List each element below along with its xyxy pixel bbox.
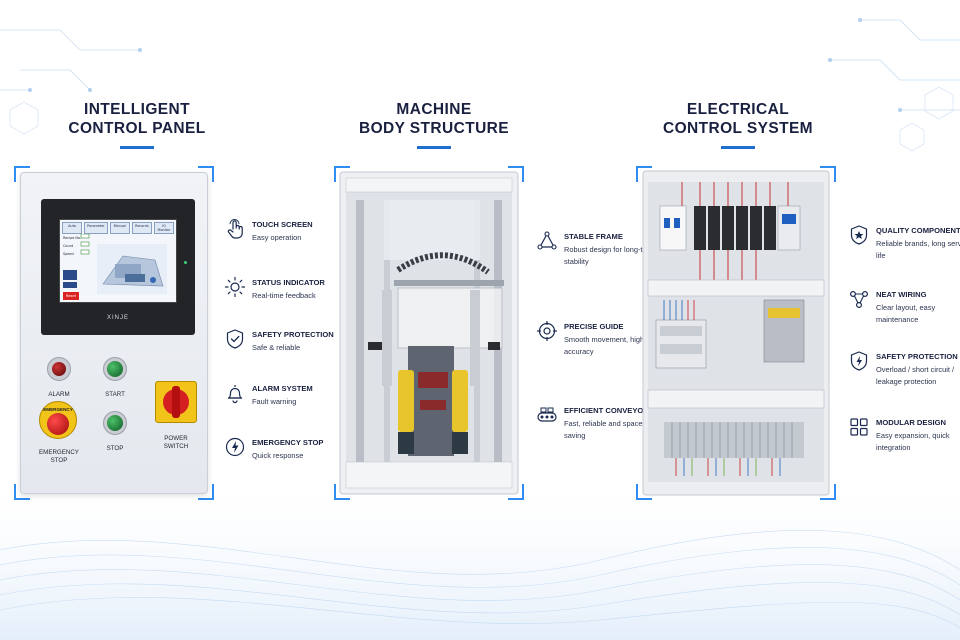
feature-title: STATUS INDICATOR: [252, 278, 325, 287]
hmi-tab[interactable]: IO Monitor: [153, 222, 175, 234]
frame-corner: [508, 484, 524, 500]
feature-description: Robust design for long-term stability: [564, 245, 656, 266]
power-switch[interactable]: [155, 381, 197, 423]
shield-lightning-icon: [850, 351, 868, 371]
feature-description: Safe & reliable: [252, 343, 301, 352]
hmi-reset-button[interactable]: Reset: [63, 292, 79, 300]
feature-description: Overload / short circuit / leakage prote…: [876, 365, 955, 386]
frame-corner: [198, 484, 214, 500]
electrical-cabinet: [636, 166, 836, 500]
feature-description: Easy expansion, quick integration: [876, 431, 950, 452]
stop-label: STOP: [106, 445, 124, 452]
frame-corner: [636, 484, 652, 500]
start-button-cap: [107, 361, 123, 377]
hmi-bezel: Auto Parameter Manual Records IO Monitor…: [41, 199, 195, 335]
hmi-brand-label: XINJE: [106, 315, 129, 321]
lightning-circle-icon: [225, 437, 245, 457]
shield-star-icon: [850, 225, 868, 245]
feature-title: EMERGENCY STOP: [252, 438, 324, 447]
feature-title: TOUCH SCREEN: [252, 220, 313, 229]
feature-title: EFFICIENT CONVEYOR: [564, 406, 649, 415]
alarm-lamp: [47, 357, 71, 381]
modular-grid-icon: [850, 418, 868, 436]
frame-corner: [14, 166, 30, 182]
frame-corner: [14, 484, 30, 500]
heading-control-panel: INTELLIGENT CONTROL PANEL: [68, 101, 206, 137]
heading-machine-body: MACHINE BODY STRUCTURE: [359, 101, 509, 137]
stop-button-cap: [107, 415, 123, 431]
hmi-field-label: Speed: [63, 252, 74, 256]
feature-description: Real-time feedback: [252, 291, 316, 300]
crosshair-icon: [537, 321, 557, 341]
feature-title: QUALITY COMPONENTS: [876, 226, 960, 235]
hmi-field-label: Count: [63, 244, 74, 248]
feature-title: SAFETY PROTECTION: [876, 352, 958, 361]
start-button[interactable]: [103, 357, 127, 381]
frame-corner: [636, 166, 652, 182]
machine-body-cabinet: [334, 166, 524, 500]
frame-corner: [508, 166, 524, 182]
emergency-stop-label: EMERGENCY STOP: [39, 449, 79, 464]
feature-title: STABLE FRAME: [564, 232, 623, 241]
power-switch-label: POWER SWITCH: [163, 435, 189, 450]
hmi-field-label: Recipe No.: [63, 236, 82, 240]
feature-description: Reliable brands, long service life: [876, 239, 960, 260]
feature-title: PRECISE GUIDE: [564, 322, 624, 331]
triangle-nodes-icon: [537, 231, 557, 250]
electrical-panel-illustration: [642, 170, 830, 496]
alarm-lamp-lens: [52, 362, 66, 376]
hmi-machine-graphic: [63, 234, 167, 294]
status-indicator-icon: [224, 276, 246, 298]
heading-electrical: ELECTRICAL CONTROL SYSTEM: [663, 101, 813, 137]
shield-check-icon: [226, 329, 244, 349]
heading-underline: [120, 146, 154, 149]
feature-title: SAFETY PROTECTION: [252, 330, 334, 339]
emergency-cap-label: EMERGENCY: [43, 407, 73, 412]
feature-description: Smooth movement, high accuracy: [564, 335, 645, 356]
feature-description: Fast, reliable and space-saving: [564, 419, 645, 440]
touch-icon: [227, 219, 243, 239]
frame-corner: [334, 166, 350, 182]
hmi-tab[interactable]: Parameter: [84, 222, 108, 234]
start-label: START: [105, 391, 125, 398]
machine-frame-illustration: [339, 171, 519, 495]
emergency-stop-button[interactable]: EMERGENCY: [39, 401, 77, 439]
frame-corner: [198, 166, 214, 182]
heading-underline: [721, 146, 755, 149]
feature-title: MODULAR DESIGN: [876, 418, 947, 427]
alarm-label: ALARM: [48, 391, 70, 398]
stop-button[interactable]: [103, 411, 127, 435]
hmi-field-list: Recipe No. Count Speed: [63, 234, 81, 258]
feature-title: ALARM SYSTEM: [252, 384, 313, 393]
feature-title: NEAT WIRING: [876, 290, 927, 299]
power-switch-handle: [172, 386, 180, 418]
hmi-tab[interactable]: Auto: [62, 222, 83, 234]
emergency-stop-mushroom: [47, 413, 69, 435]
hmi-touch-screen[interactable]: Auto Parameter Manual Records IO Monitor…: [59, 219, 177, 303]
hmi-status-led: [184, 261, 187, 264]
frame-corner: [820, 166, 836, 182]
alarm-bell-icon: [227, 385, 243, 404]
conveyor-icon: [537, 407, 557, 422]
hmi-tab[interactable]: Manual: [109, 222, 130, 234]
heading-underline: [417, 146, 451, 149]
network-nodes-icon: [849, 290, 869, 309]
frame-corner: [820, 484, 836, 500]
cabinet-door: Auto Parameter Manual Records IO Monitor…: [20, 172, 208, 494]
feature-description: Easy operation: [252, 233, 302, 242]
feature-description: Fault warning: [252, 397, 297, 406]
control-panel-cabinet: Auto Parameter Manual Records IO Monitor…: [14, 166, 214, 500]
feature-description: Clear layout, easy maintenance: [876, 303, 936, 324]
frame-corner: [334, 484, 350, 500]
feature-description: Quick response: [252, 451, 304, 460]
hmi-tab[interactable]: Records: [131, 222, 152, 234]
